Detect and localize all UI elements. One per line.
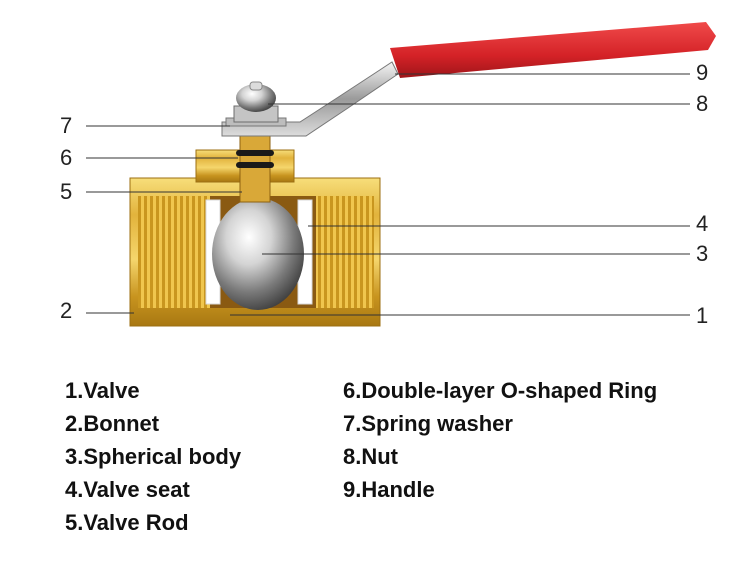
handle-grip [390,22,716,78]
spherical-ball [212,198,304,310]
callout-4: 4 [696,211,709,236]
callout-2: 2 [60,298,73,323]
handle [221,22,716,137]
legend-item-valve: 1.Valve [65,378,140,403]
legend-left: 1.Valve 2.Bonnet 3.Spherical body 4.Valv… [65,374,241,539]
legend-item-nut: 8.Nut [343,444,398,469]
legend-right: 6.Double-layer O-shaped Ring 7.Spring wa… [343,374,657,506]
o-ring-lower [236,162,274,168]
ball-valve-diagram [86,22,716,327]
callout-9: 9 [696,60,709,85]
leader-lines [86,73,690,316]
legend-item-bonnet: 2.Bonnet [65,411,160,436]
right-thread [316,196,374,308]
legend-item-spherical-body: 3.Spherical body [65,444,242,469]
callout-7: 7 [60,113,73,138]
callout-5: 5 [60,179,73,204]
legend-item-valve-rod: 5.Valve Rod [65,510,189,535]
callout-1: 1 [696,303,709,328]
legend-item-handle: 9.Handle [343,477,435,502]
callout-6: 6 [60,145,73,170]
legend-item-spring-washer: 7.Spring washer [343,411,513,436]
legend-item-valve-seat: 4.Valve seat [65,477,190,502]
callout-3: 3 [696,241,709,266]
legend-item-o-ring: 6.Double-layer O-shaped Ring [343,378,658,403]
o-ring-upper [236,150,274,156]
left-thread [138,196,210,308]
valve-rod [236,127,274,203]
nut [233,81,279,123]
callout-8: 8 [696,91,709,116]
